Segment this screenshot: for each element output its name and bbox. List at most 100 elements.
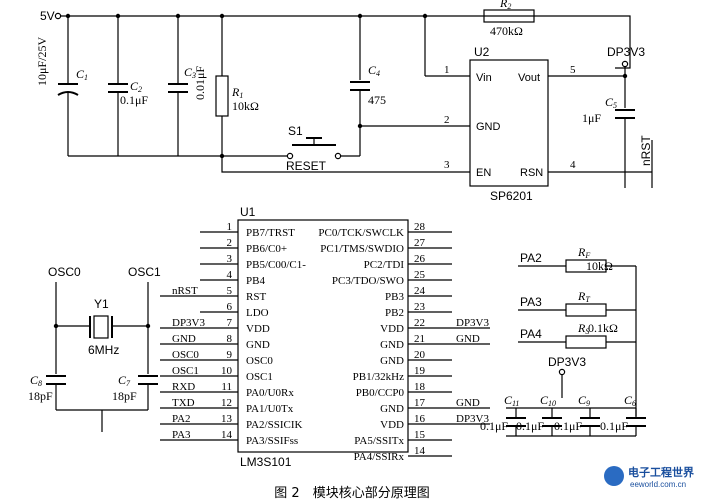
- figure-caption: 图 2 模块核心部分原理图: [274, 486, 430, 501]
- u1-net-10: OSC1: [172, 365, 199, 377]
- logo-url: eeworld.com.cn: [630, 480, 687, 489]
- u1-rpin-name-16: VDD: [380, 419, 404, 431]
- rt-body: [565, 303, 607, 317]
- c10-ref-sub: 10: [548, 399, 556, 408]
- u1-pin-num-11: 11: [221, 381, 232, 393]
- u1-rpin-name-22: VDD: [380, 323, 404, 335]
- rf-net: PA2: [520, 251, 542, 265]
- osc0-label: OSC0: [48, 265, 81, 279]
- vcc-label: 5V: [40, 9, 55, 23]
- c10-value: 0.1μF: [516, 419, 544, 433]
- r1-body: [215, 75, 229, 117]
- c3-ref-sub: 3: [191, 71, 196, 80]
- nrst-label: nRST: [639, 135, 653, 166]
- s1-ref: S1: [288, 124, 303, 138]
- u1-rnet-16: DP3V3: [456, 413, 490, 425]
- u2-ref: U2: [474, 45, 490, 59]
- u2-pin1-num: 1: [444, 64, 450, 76]
- u1-rnet-21: GND: [456, 333, 480, 345]
- u1-pin-num-14: 14: [221, 429, 233, 441]
- r1-value: 10kΩ: [232, 99, 259, 113]
- r2-value: 470kΩ: [490, 24, 523, 38]
- crystal-freq: 6MHz: [88, 343, 119, 357]
- c1-value: 10μF/25V: [35, 37, 49, 86]
- u2-pin2-num: 2: [444, 114, 450, 126]
- c7-ref: C7: [118, 373, 131, 388]
- r1-ref: R1: [231, 85, 243, 100]
- watermark-logo: 电子工程世界 eeworld.com.cn: [602, 462, 698, 498]
- u1-rpin-name-20: GND: [380, 355, 404, 367]
- c5-value: 1μF: [582, 111, 601, 125]
- c8-ref-sub: 8: [38, 379, 42, 388]
- c1-ref-sub: 1: [84, 73, 88, 82]
- u1-pin-name-8: GND: [246, 339, 270, 351]
- u1-pin-name-9: OSC0: [246, 355, 273, 367]
- u1-rnet-22: DP3V3: [456, 317, 490, 329]
- u1-rpin-name-19: PB1/32kHz: [353, 371, 404, 383]
- u1-pin-num-2: 2: [227, 237, 233, 249]
- s1-label: RESET: [286, 159, 327, 173]
- u1-pin-name-1: PB7/TRST: [246, 227, 295, 239]
- c10-ref: C10: [540, 393, 556, 408]
- u1-rpin-name-25: PC3/TDO/SWO: [332, 275, 404, 287]
- u1-rpin-name-15: PA5/SSITx: [354, 435, 404, 447]
- crystal-ref: Y1: [94, 297, 109, 311]
- u1-net-7: DP3V3: [172, 317, 206, 329]
- u1-rpin-num-23: 23: [414, 301, 426, 313]
- rs-ref-sub: S: [585, 327, 589, 336]
- c7-value: 18pF: [112, 389, 137, 403]
- u1-rpin-num-17: 17: [414, 397, 426, 409]
- u2-pin4-num: 4: [570, 159, 576, 171]
- u1-rpin-num-19: 19: [414, 365, 426, 377]
- u1-pin-num-9: 9: [227, 349, 233, 361]
- c9-value: 0.1μF: [554, 419, 582, 433]
- vout-dot: [622, 73, 628, 79]
- u1-pin-num-1: 1: [227, 221, 233, 233]
- c9-ref-sub: 9: [586, 399, 590, 408]
- u1-rpin-num-18: 18: [414, 381, 426, 393]
- c7-ref-sub: 7: [126, 379, 131, 388]
- r2-body: [483, 9, 535, 23]
- u1-pin-name-12: PA1/U0Tx: [246, 403, 294, 415]
- u1-pin-name-13: PA2/SSICIK: [246, 419, 303, 431]
- u2-pin5-num: 5: [570, 64, 576, 76]
- u1-net-11: RXD: [172, 381, 195, 393]
- c1-plate-bottom: [57, 91, 79, 96]
- u1-part: LM3S101: [240, 455, 292, 469]
- c3-value: 0.01μF: [193, 66, 207, 100]
- u1-rpin-name-14b: PA4/SSIRx: [354, 451, 405, 463]
- u2-part: SP6201: [490, 189, 533, 203]
- s1-contact-left: [286, 152, 294, 160]
- u2-pin5-name: Vout: [518, 72, 540, 84]
- rs-net: PA4: [520, 327, 542, 341]
- u1-net-9: OSC0: [172, 349, 199, 361]
- crystal-body: [93, 315, 109, 339]
- u1-rpin-num-20: 20: [414, 349, 426, 361]
- dp3v3-terminal-bottom: [558, 368, 566, 376]
- c2-value: 0.1μF: [120, 93, 148, 107]
- rt-net: PA3: [520, 295, 542, 309]
- wire: [221, 156, 470, 173]
- u1-rpin-num-16: 16: [414, 413, 426, 425]
- c11-ref: C11: [504, 393, 519, 408]
- u1-rpin-name-21: GND: [380, 339, 404, 351]
- u1-rpin-num-15: 15: [414, 429, 426, 441]
- rf-value: 10kΩ: [586, 259, 613, 273]
- u1-rpin-num-21: 21: [414, 333, 425, 345]
- u1-net-8: GND: [172, 333, 196, 345]
- u1-net-5: nRST: [172, 285, 198, 297]
- c6-ref-sub: 6: [632, 399, 636, 408]
- rt-ref: RT: [577, 289, 590, 304]
- c2-ref-sub: 2: [138, 85, 142, 94]
- u1-rpin-name-23: PB2: [385, 307, 404, 319]
- rs-value: 0.1kΩ: [588, 321, 618, 335]
- u1-body: [237, 219, 409, 453]
- u1-pin-num-12: 12: [221, 397, 232, 409]
- u1-rpin-name-26: PC2/TDI: [364, 259, 405, 271]
- u2-pin2-name: GND: [476, 121, 501, 133]
- u1-rnet-17: GND: [456, 397, 480, 409]
- dp3v3-terminal-top: [621, 60, 629, 68]
- u2-pin4-name: RSN: [520, 167, 543, 179]
- vcc-terminal: [54, 12, 62, 20]
